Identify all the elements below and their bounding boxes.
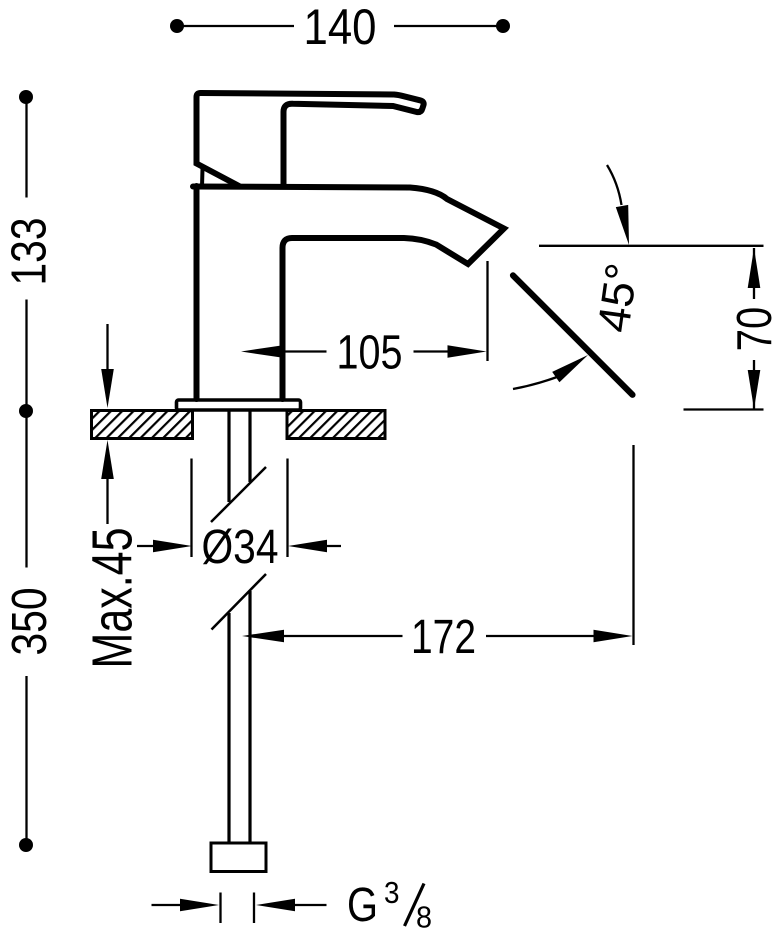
svg-text:140: 140 — [304, 0, 377, 55]
svg-text:70: 70 — [728, 307, 776, 352]
svg-text:3: 3 — [384, 875, 400, 910]
svg-text:133: 133 — [3, 218, 57, 286]
svg-text:Ø34: Ø34 — [202, 521, 279, 574]
svg-text:172: 172 — [411, 611, 476, 664]
svg-text:45°: 45° — [587, 260, 647, 335]
svg-text:8: 8 — [416, 900, 432, 935]
svg-text:Max.45: Max.45 — [81, 528, 145, 669]
svg-text:G: G — [347, 879, 378, 932]
svg-text:105: 105 — [337, 327, 403, 380]
svg-text:350: 350 — [3, 588, 57, 656]
